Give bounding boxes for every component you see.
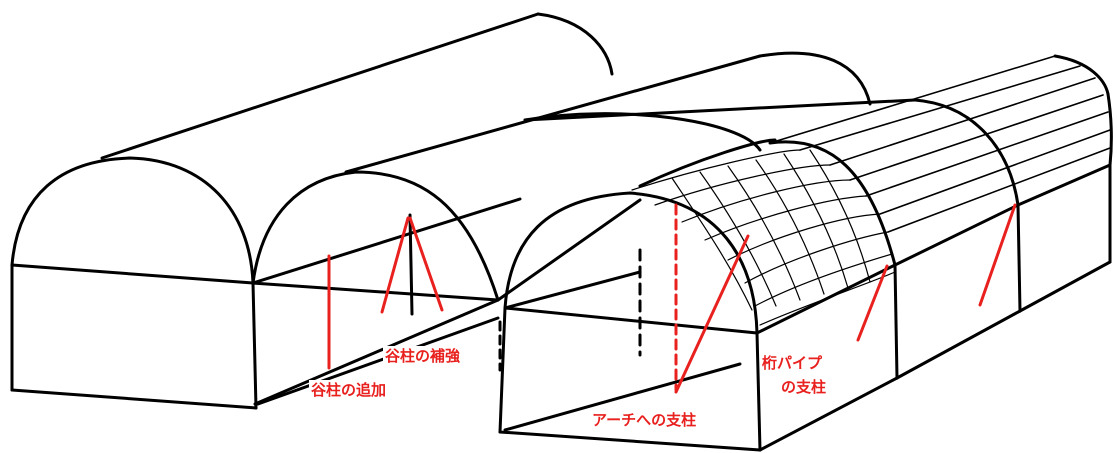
house-2-front-arch [251, 170, 500, 302]
house-4-front-eave [755, 263, 897, 335]
purlin-support-1 [856, 264, 889, 342]
greenhouse-structure [10, 12, 1113, 452]
house-3-arch-grid [631, 149, 896, 326]
house-4-mid-post [1016, 203, 1022, 313]
house-2-front-eave [251, 281, 500, 302]
house-3-inner-arch-2 [638, 138, 777, 188]
label-arch-support: アーチへの支柱 [590, 410, 699, 430]
house-2-inner-line [256, 316, 500, 406]
house-4-back-arch [1053, 54, 1110, 96]
valley-gutter-2 [496, 198, 642, 302]
valley-post-reinforce-right [408, 216, 444, 312]
reinforcements [327, 203, 1017, 394]
house-3-front-left-post [498, 306, 507, 434]
house-4-front-arch [768, 140, 897, 267]
house-4-ground [758, 376, 899, 452]
house-3-front-right-post [755, 331, 762, 452]
house-1-front-right-post [251, 281, 258, 410]
house-4-mid-eave [893, 203, 1020, 267]
valley-gutter-1 [251, 197, 522, 285]
house-4-ground-3 [1018, 260, 1112, 313]
house-2-back-arch [758, 51, 872, 106]
label-purlin-support-line2: の支柱 [779, 377, 829, 397]
purlin-support-2 [978, 203, 1017, 307]
house-2-inner-post [408, 213, 414, 316]
house-1 [10, 12, 614, 410]
house-3-ridge [523, 98, 917, 122]
label-purlin-support-line1: 桁パイプ [760, 353, 825, 373]
house-3-inner-floor [503, 270, 642, 310]
house-3-inner-arch-1 [523, 112, 762, 152]
arch-support-diagonal [674, 234, 750, 394]
house-3-front-eave [503, 306, 759, 335]
house-3-ground-front [498, 430, 762, 452]
house-3-front-arch [503, 191, 759, 335]
house-1-back-arch [536, 12, 614, 76]
house-4-ground-2 [895, 309, 1022, 380]
house-1-front-arch [10, 156, 255, 285]
house-3-inner-ground [503, 362, 742, 432]
valley-post-reinforce-left [380, 216, 410, 314]
house-2-back-valley [253, 298, 500, 406]
house-4-back-eave [1016, 163, 1112, 207]
label-valley-post-addition: 谷柱の追加 [309, 380, 389, 400]
house-4-end-arch [1106, 92, 1113, 167]
house-1-ground-front [10, 388, 258, 410]
house-1-ridge [100, 12, 540, 160]
house-4-front-post [893, 263, 899, 380]
purlin-lines [769, 55, 1111, 233]
house-1-front-eave [10, 263, 255, 285]
house-2-ridge [344, 54, 762, 174]
house-3 [498, 98, 917, 452]
label-valley-post-reinforcement: 谷柱の補強 [383, 346, 463, 366]
house-2 [251, 51, 872, 406]
